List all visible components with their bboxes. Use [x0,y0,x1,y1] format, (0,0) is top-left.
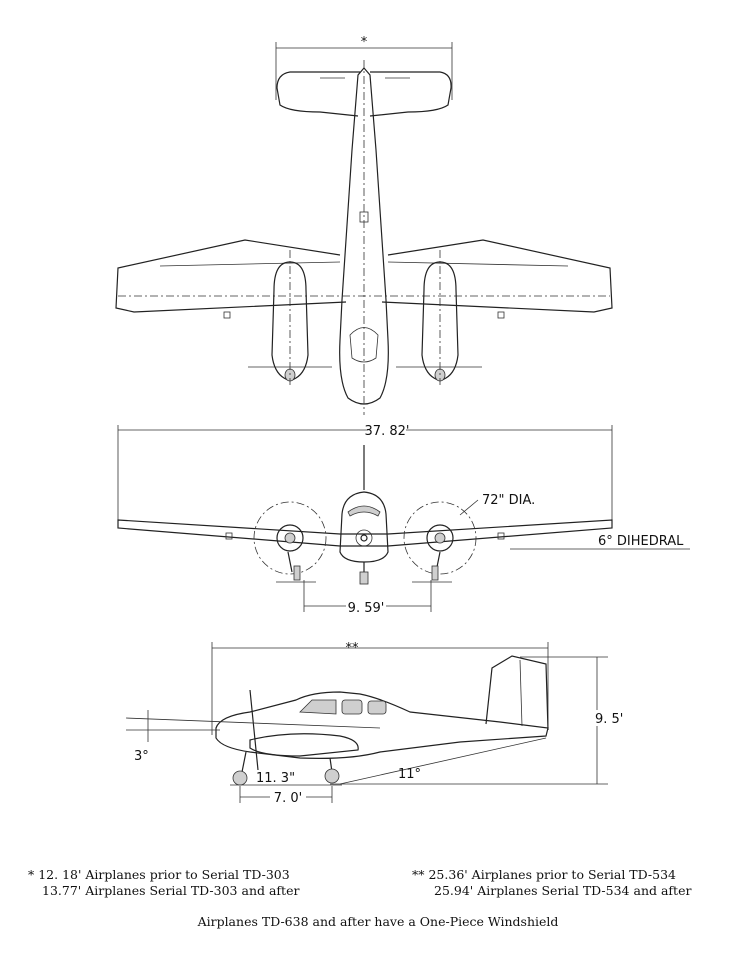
horizontal-tail [276,71,452,117]
right-prop-disc [403,501,477,575]
wing-span-label: 37. 82' [365,424,410,439]
tread-label: 9. 59' [348,601,385,616]
note-right-line2: 25.94' Airplanes Serial TD-534 and after [434,883,692,898]
wing-front-view [117,519,613,547]
tail-angle-label: 11° [398,767,421,782]
note-right-line1: 25.36' Airplanes prior to Serial TD-534 [428,867,676,882]
top-view: * [115,35,613,415]
left-nacelle-top [271,261,309,381]
footer-note: Airplanes TD-638 and after have a One-Pi… [197,914,559,929]
fuselage-front [339,491,389,563]
side-view: ** 9. 5' 3° 11° 11. 3" [125,641,626,806]
note-left-line1: 12. 18' Airplanes prior to Serial TD-303 [38,867,290,882]
notes-left: * 12. 18' Airplanes prior to Serial TD-3… [28,867,299,899]
front-view: 37. 82' 72" DIA. 6° DIHEDRAL [117,422,690,616]
note-right-mark: ** [412,867,425,882]
prop-diameter-label: 72" DIA. [482,493,535,508]
length-mark: ** [346,641,360,656]
prop-to-gear-label: 11. 3" [256,771,295,786]
dihedral-label: 6° DIHEDRAL [598,534,684,549]
wheelbase-label: 7. 0' [274,791,302,806]
fuselage-side [215,691,549,759]
tail-span-mark: * [361,35,368,50]
height-label: 9. 5' [595,712,623,727]
wing-top-view [115,239,613,313]
fuselage-top [339,67,389,405]
right-nacelle-top [421,261,459,381]
note-left-line2: 13.77' Airplanes Serial TD-303 and after [42,883,300,898]
tail-side [485,655,549,731]
note-left-mark: * [28,867,35,882]
thrust-angle-label: 3° [134,749,149,764]
notes-right: ** 25.36' Airplanes prior to Serial TD-5… [412,867,691,899]
left-prop-disc [253,501,327,575]
